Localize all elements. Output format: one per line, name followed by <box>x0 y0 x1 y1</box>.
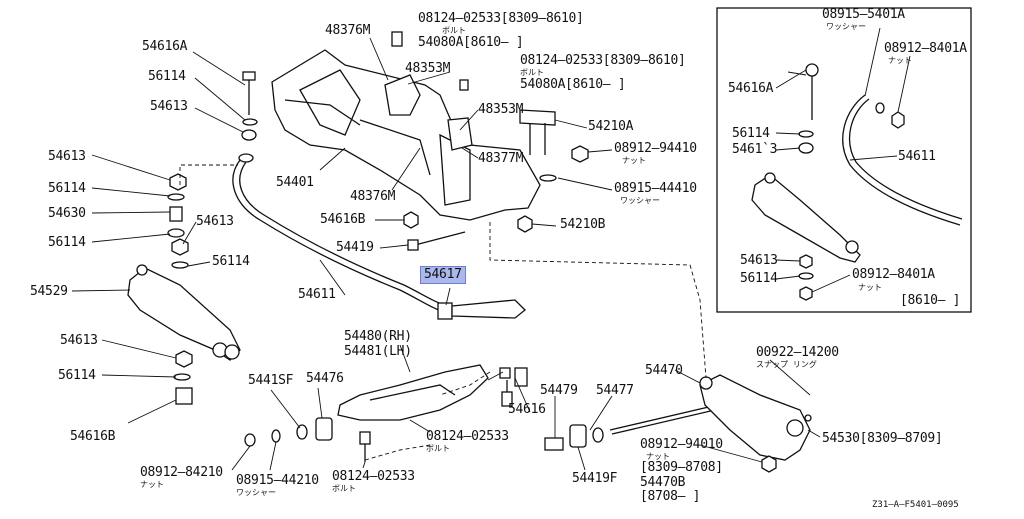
label-54476: 54476 <box>306 371 344 386</box>
label-08124-02533: 08124—02533[8309—8610] <box>418 11 584 26</box>
label-54480: 54480(RH) <box>344 329 412 344</box>
label-48353M: 48353M <box>405 61 451 76</box>
label-56114: 56114 <box>58 368 96 383</box>
label-54080A: 54080A[8610— ] <box>520 77 626 92</box>
sub-washer: ワッシャー <box>236 488 276 497</box>
label-54616B: 54616B <box>320 212 366 227</box>
label-5441SF: 5441SF <box>248 373 294 388</box>
sub-snap-ring: スナップ リング <box>756 360 817 369</box>
label-08912-94410: 08912—94410 <box>614 141 697 156</box>
label-54616A: 54616A <box>142 39 188 54</box>
label-08915-44210: 08915—44210 <box>236 473 319 488</box>
label-48376M: 48376M <box>325 23 371 38</box>
label-56114: 56114 <box>48 181 86 196</box>
label-8708: [8708— ] <box>640 489 701 504</box>
label-54470B: 54470B <box>640 475 686 490</box>
inset-frame <box>716 7 972 313</box>
label-54613: 54613 <box>48 149 86 164</box>
label-54419F: 54419F <box>572 471 618 486</box>
label-54613: 54613 <box>150 99 188 114</box>
sub-washer: ワッシャー <box>826 22 866 31</box>
label-8309-8708: [8309—8708] <box>640 460 723 475</box>
label-48377M: 48377M <box>478 151 524 166</box>
label-54616B: 54616B <box>70 429 116 444</box>
label-54611: 54611 <box>298 287 336 302</box>
label-54616A: 54616A <box>728 81 774 96</box>
sub-bolt: ボルト <box>520 68 544 77</box>
inset-lower-arm <box>751 174 861 263</box>
label-54616: 54616 <box>508 402 546 417</box>
sub-bolt: ボルト <box>332 484 356 493</box>
stabilizer-bar <box>232 159 446 313</box>
figure-code: Z31—A—F5401—0095 <box>872 500 959 510</box>
label-5461-3: 5461`3 <box>732 142 778 157</box>
sub-washer: ワッシャー <box>620 196 660 205</box>
bracket-54480 <box>337 364 489 421</box>
sub-bolt: ボルト <box>426 444 450 453</box>
sub-nut: ナット <box>646 452 670 461</box>
label-56114: 56114 <box>212 254 250 269</box>
label-54419: 54419 <box>336 240 374 255</box>
sub-nut: ナット <box>622 156 646 165</box>
label-08915-5401A: 08915—5401A <box>822 7 905 22</box>
label-54481: 54481(LH) <box>344 344 412 359</box>
label-00922-14200: 00922—14200 <box>756 345 839 360</box>
label-56114: 56114 <box>48 235 86 250</box>
label-54477: 54477 <box>596 383 634 398</box>
label-08912-8401A: 08912—8401A <box>884 41 967 56</box>
label-48353M: 48353M <box>478 102 524 117</box>
label-54401: 54401 <box>276 175 314 190</box>
label-08912-8401A: 08912—8401A <box>852 267 935 282</box>
label-54617-highlighted[interactable]: 54617 <box>420 266 466 284</box>
label-08912-84210: 08912—84210 <box>140 465 223 480</box>
label-56114: 56114 <box>740 271 778 286</box>
label-08912-94010: 08912—94010 <box>640 437 723 452</box>
label-54529: 54529 <box>30 284 68 299</box>
label-54470: 54470 <box>645 363 683 378</box>
label-8610: [8610— ] <box>900 293 961 308</box>
label-08124-02533: 08124—02533[8309—8610] <box>520 53 686 68</box>
label-54530: 54530[8309—8709] <box>822 431 943 446</box>
lower-arm-right <box>699 374 811 461</box>
bushing-54617 <box>437 302 453 320</box>
label-54210B: 54210B <box>560 217 606 232</box>
leader-lines <box>71 27 911 471</box>
label-54630: 54630 <box>48 206 86 221</box>
stabilizer-bar-inset <box>842 94 961 226</box>
link-end <box>451 299 526 319</box>
sub-nut: ナット <box>140 480 164 489</box>
label-56114: 56114 <box>732 126 770 141</box>
label-08124-02533: 08124—02533 <box>332 469 415 484</box>
label-54080A: 54080A[8610— ] <box>418 35 524 50</box>
label-54613: 54613 <box>740 253 778 268</box>
label-08915-44410: 08915—44410 <box>614 181 697 196</box>
sub-bolt: ボルト <box>442 26 466 35</box>
label-54479: 54479 <box>540 383 578 398</box>
label-54613: 54613 <box>196 214 234 229</box>
dashed-guides <box>179 164 707 461</box>
label-08124-02533: 08124—02533 <box>426 429 509 444</box>
lower-arm-left <box>127 267 241 361</box>
label-54611: 54611 <box>898 149 936 164</box>
label-56114: 56114 <box>148 69 186 84</box>
label-48376M: 48376M <box>350 189 396 204</box>
sub-nut: ナット <box>858 283 882 292</box>
sub-nut: ナット <box>888 56 912 65</box>
label-54613: 54613 <box>60 333 98 348</box>
label-54210A: 54210A <box>588 119 634 134</box>
